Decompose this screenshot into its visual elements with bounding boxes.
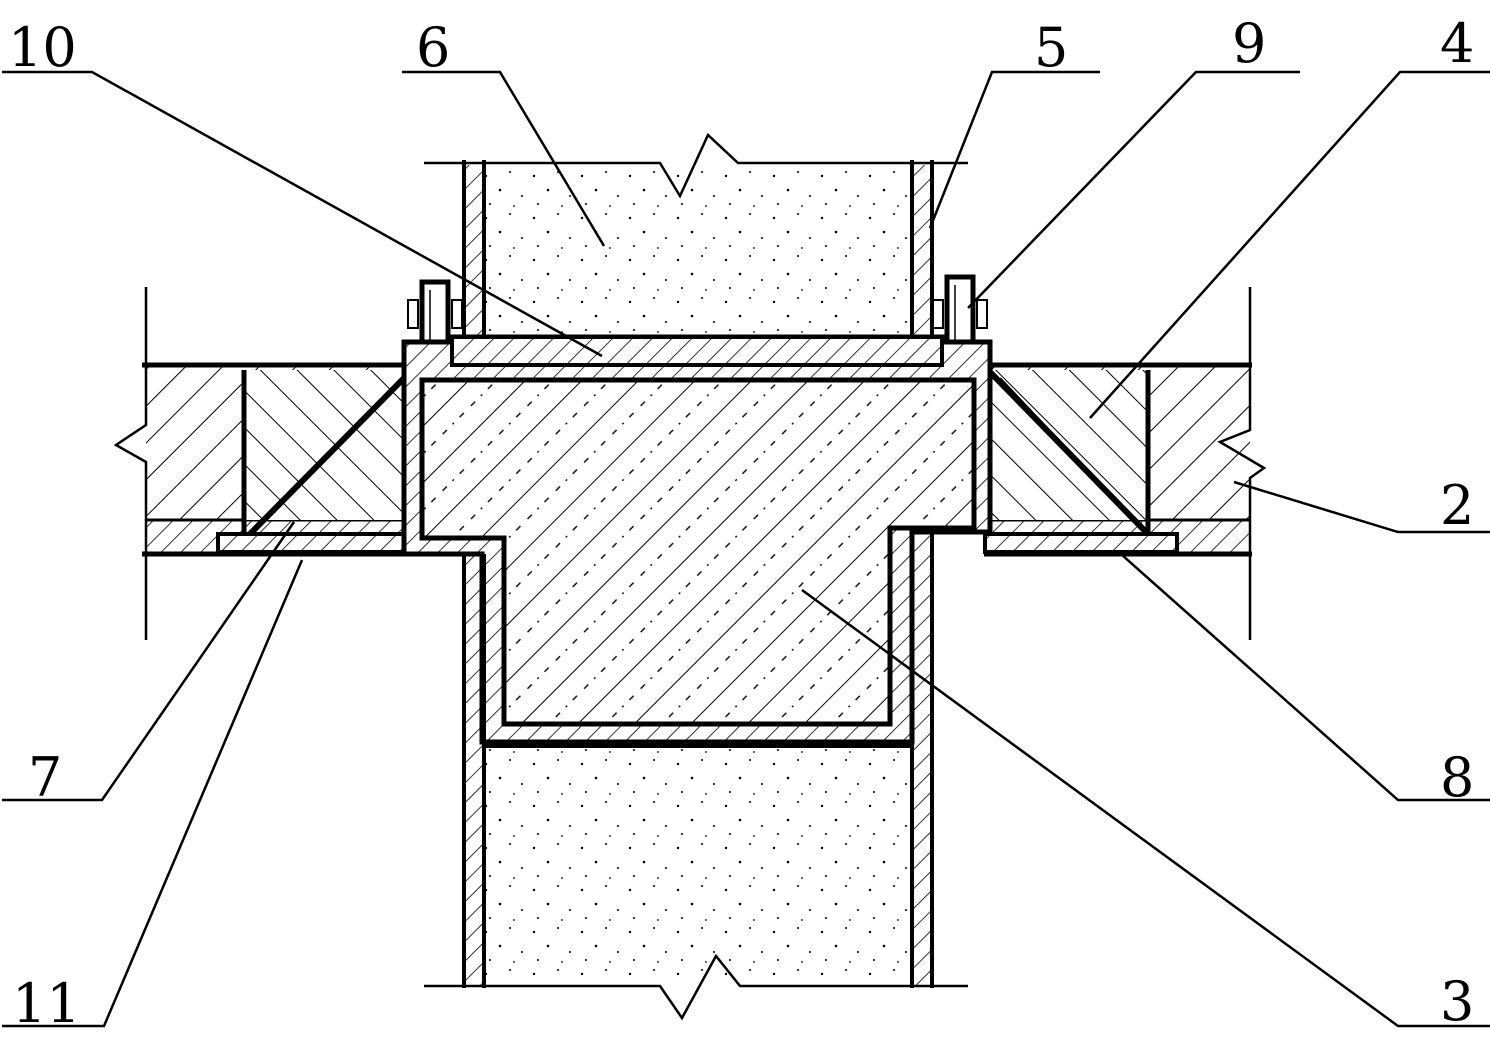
label-2: 2 — [1440, 474, 1474, 537]
label-8: 8 — [1440, 746, 1474, 809]
lower-column — [424, 532, 968, 1021]
leader-6 — [402, 70, 606, 247]
label-3: 3 — [1440, 970, 1474, 1033]
leader-2 — [1233, 480, 1490, 534]
leader-8 — [1121, 554, 1490, 802]
upper-column — [424, 132, 968, 337]
leader-11 — [2, 559, 304, 1028]
top-plate — [450, 335, 944, 367]
leader-7 — [2, 521, 296, 802]
label-10: 10 — [8, 16, 77, 79]
leader-5 — [928, 70, 1100, 229]
leader-lines — [2, 70, 1490, 1028]
label-7: 7 — [28, 746, 62, 809]
leader-4 — [1089, 70, 1490, 419]
left-bottom-plate — [216, 532, 410, 554]
leader-10 — [2, 70, 603, 358]
left-wedge-block — [241, 369, 413, 541]
leader-3 — [801, 588, 1490, 1028]
right-wedge-block — [987, 369, 1151, 535]
label-6: 6 — [416, 16, 450, 79]
label-4: 4 — [1440, 12, 1474, 75]
label-9: 9 — [1232, 12, 1266, 75]
part-labels: 10 6 5 9 4 2 7 11 8 3 — [8, 12, 1474, 1035]
right-bottom-plate — [983, 532, 1179, 554]
leader-9 — [967, 70, 1300, 309]
label-5: 5 — [1034, 16, 1068, 79]
connector-core — [419, 377, 977, 727]
label-11: 11 — [12, 972, 81, 1035]
